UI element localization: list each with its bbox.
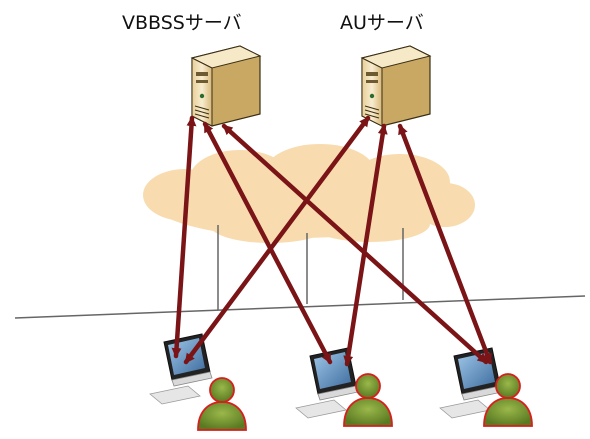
server-label-au: AUサーバ xyxy=(340,12,424,34)
arrow-au-client-left xyxy=(183,115,371,365)
user-icon xyxy=(343,373,393,427)
server-icon xyxy=(360,45,432,127)
arrow-au-client-middle xyxy=(343,123,388,367)
arrow-vbbss-client-left xyxy=(171,115,197,359)
user-icon xyxy=(197,377,247,431)
server-label-vbbss: VBBSSサーバ xyxy=(122,12,242,34)
connection-arrows xyxy=(171,115,493,367)
client-middle xyxy=(295,347,393,427)
arrow-au-client-right xyxy=(397,123,493,365)
monitor-icon xyxy=(149,333,213,405)
server-icon xyxy=(190,45,262,127)
user-icon xyxy=(483,373,533,427)
